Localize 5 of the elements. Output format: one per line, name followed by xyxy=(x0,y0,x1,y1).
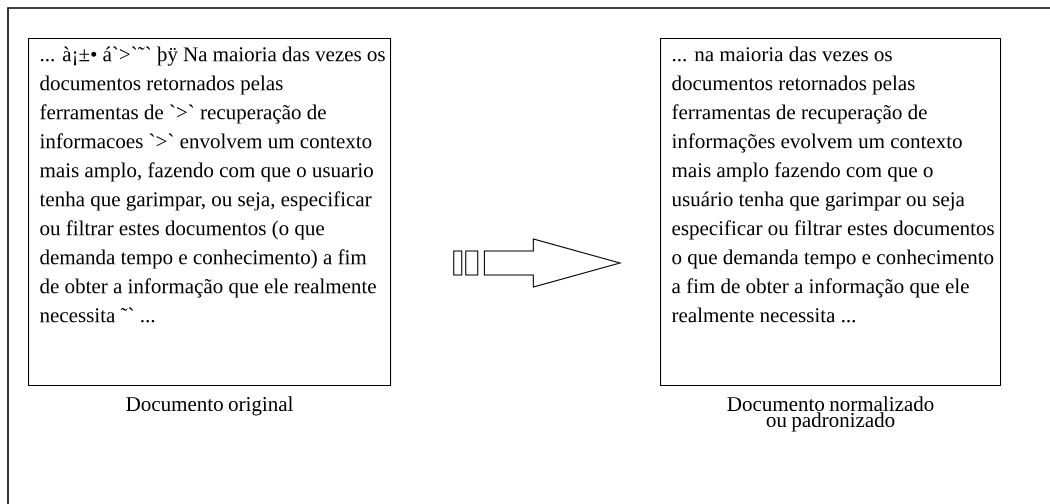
block-arrow xyxy=(453,238,622,288)
text-box: ... à¡±• á`>`˜` þÿ Na maioria das vezes os documentos retornados pelas ferramentas de `>` recuperação de informacoes `>` envolvem um contexto mais amplo, fazendo com que o usuario tenha que garimpar, ou seja, especificar ou filtrar estes documentos (o que demanda tempo e conhecimento) a fim de obter a informação que ele realmente necessita ˜` ... xyxy=(28,38,392,387)
node-label: Documento original xyxy=(126,396,293,416)
text-box: ... na maioria das vezes os documentos retornados pelas ferramentas de recuperação de informações evolvem um contexto mais amplo fazendo com que o usuário tenha que garimpar ou seja especificar ou filtrar estes documentos o que demanda tempo e conhecimento a fim de obter a informação que ele realmente necessita ... xyxy=(660,38,1002,387)
node-label: Documento normalizado ou padronizado xyxy=(727,396,934,432)
